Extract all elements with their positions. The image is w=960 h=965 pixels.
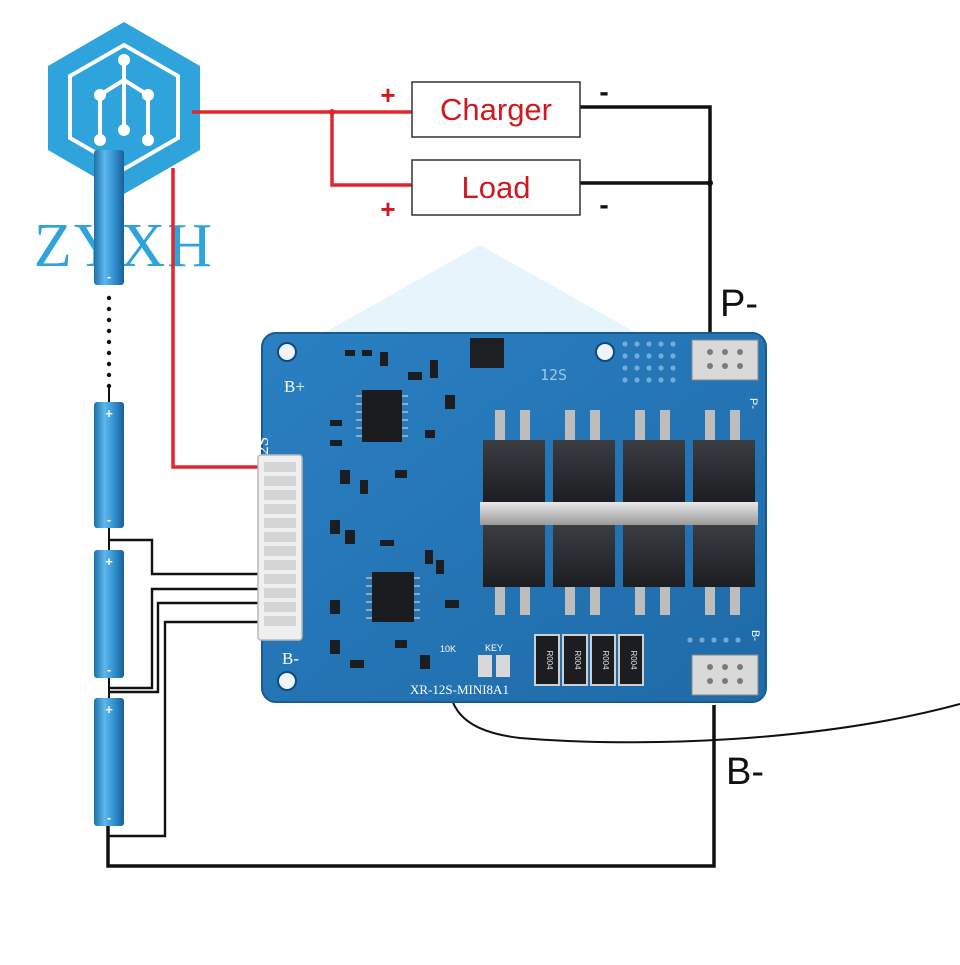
charger-label: Charger: [440, 92, 552, 127]
balance-connector: [257, 454, 303, 641]
mosfet-array: [480, 410, 758, 615]
charger-plus: +: [380, 80, 395, 110]
cell-plus: +: [105, 554, 113, 569]
via-grid: [622, 341, 741, 643]
smd-components: [330, 350, 459, 669]
cell-minus: -: [107, 512, 111, 527]
load-label: Load: [462, 170, 531, 205]
cell-minus: -: [107, 810, 111, 825]
series-dots: [106, 295, 112, 389]
p-minus-pad: P-: [691, 339, 759, 409]
b-minus-pad: B-: [691, 630, 761, 696]
key-pads: KEY: [478, 643, 510, 677]
bms-board: P- B- 12S: [253, 332, 767, 703]
balance-wires: [108, 538, 262, 838]
resistor-label: R004: [629, 650, 638, 670]
charger-box: Charger + -: [380, 76, 609, 138]
load-minus: -: [599, 189, 608, 220]
b-minus-label: B-: [726, 751, 764, 793]
shunt-resistors: R004 R004 R004 R004: [534, 634, 644, 686]
resistor-label: R004: [573, 650, 582, 670]
battery-cell: + -: [94, 698, 124, 826]
top-cell-minus: -: [107, 269, 111, 284]
ic-chip-lower: [366, 572, 420, 622]
key-label: KEY: [485, 643, 503, 653]
silk-b-plus: B+: [284, 377, 305, 396]
ic-chip-upper: [356, 390, 408, 442]
p-minus-label: P-: [720, 283, 758, 325]
b-pad-mark: B-: [749, 630, 761, 641]
resistor-label: R004: [601, 650, 610, 670]
negative-wires: [106, 105, 716, 868]
mounting-holes: [277, 342, 615, 691]
load-plus: +: [380, 194, 395, 224]
wire-junctions: [329, 109, 713, 186]
positive-wires: [171, 110, 412, 469]
battery-cell: + -: [94, 402, 124, 528]
top-ic: [470, 338, 504, 368]
charger-minus: -: [599, 76, 608, 107]
cell-plus: +: [105, 702, 113, 717]
silk-b-minus: B-: [282, 649, 299, 668]
silk-model: XR-12S-MINI8A1: [410, 682, 509, 697]
top-silk-series: 12S: [540, 366, 567, 384]
p-pad-mark: P-: [747, 398, 759, 409]
resistor-label: R004: [545, 650, 554, 670]
ntc-wire: [446, 659, 960, 744]
battery-cell: + -: [94, 550, 124, 678]
ntc-label: 10K: [440, 644, 456, 654]
cell-plus: +: [105, 406, 113, 421]
top-cell: -: [94, 150, 124, 285]
cell-minus: -: [107, 662, 111, 677]
load-box: Load + -: [380, 159, 609, 224]
